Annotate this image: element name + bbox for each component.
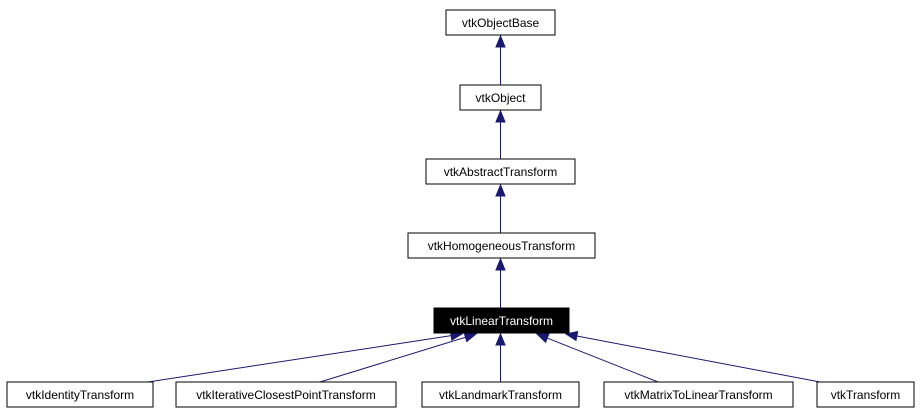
- node-label-vtkIterativeClosestPointTransform: vtkIterativeClosestPointTransform: [196, 388, 376, 402]
- arrowhead-vtkLandmarkTransform-to-vtkLinearTransform: [495, 332, 506, 346]
- node-label-vtkIdentityTransform: vtkIdentityTransform: [26, 388, 134, 402]
- node-vtkIdentityTransform[interactable]: vtkIdentityTransform: [6, 381, 154, 408]
- edge-vtkMatrixToLinearTransform-to-vtkLinearTransform: [547, 337, 659, 383]
- edge-vtkTransform-to-vtkLinearTransform: [576, 335, 821, 383]
- node-label-vtkObject: vtkObject: [475, 91, 526, 105]
- node-vtkLinearTransform[interactable]: vtkLinearTransform: [433, 307, 570, 334]
- arrowhead-vtkObject-to-vtkObjectBase: [495, 34, 506, 48]
- node-label-vtkObjectBase: vtkObjectBase: [462, 16, 540, 30]
- arrowhead-vtkLinearTransform-to-vtkHomogeneousTransform: [495, 257, 506, 271]
- node-label-vtkMatrixToLinearTransform: vtkMatrixToLinearTransform: [624, 388, 772, 402]
- node-vtkLandmarkTransform[interactable]: vtkLandmarkTransform: [421, 381, 580, 408]
- arrowhead-vtkHomogeneousTransform-to-vtkAbstractTransform: [495, 183, 506, 197]
- node-label-vtkTransform: vtkTransform: [831, 388, 901, 402]
- edge-vtkIdentityTransform-to-vtkLinearTransform: [147, 335, 452, 383]
- node-vtkHomogeneousTransform[interactable]: vtkHomogeneousTransform: [407, 232, 596, 259]
- node-label-vtkHomogeneousTransform: vtkHomogeneousTransform: [428, 239, 576, 253]
- arrowhead-vtkIterativeClosestPointTransform-to-vtkLinearTransform: [463, 332, 478, 343]
- node-vtkObject[interactable]: vtkObject: [459, 84, 542, 111]
- node-label-vtkLandmarkTransform: vtkLandmarkTransform: [439, 388, 562, 402]
- node-label-vtkAbstractTransform: vtkAbstractTransform: [444, 165, 558, 179]
- node-vtkObjectBase[interactable]: vtkObjectBase: [445, 9, 556, 36]
- arrowhead-vtkAbstractTransform-to-vtkObject: [495, 109, 506, 123]
- arrowhead-vtkMatrixToLinearTransform-to-vtkLinearTransform: [535, 333, 550, 344]
- node-vtkIterativeClosestPointTransform[interactable]: vtkIterativeClosestPointTransform: [175, 381, 397, 408]
- edge-vtkIterativeClosestPointTransform-to-vtkLinearTransform: [319, 336, 466, 383]
- node-vtkAbstractTransform[interactable]: vtkAbstractTransform: [425, 158, 576, 185]
- node-label-vtkLinearTransform: vtkLinearTransform: [450, 314, 553, 328]
- node-vtkTransform[interactable]: vtkTransform: [816, 381, 915, 408]
- node-vtkMatrixToLinearTransform[interactable]: vtkMatrixToLinearTransform: [603, 381, 794, 408]
- arrowhead-vtkTransform-to-vtkLinearTransform: [564, 330, 579, 342]
